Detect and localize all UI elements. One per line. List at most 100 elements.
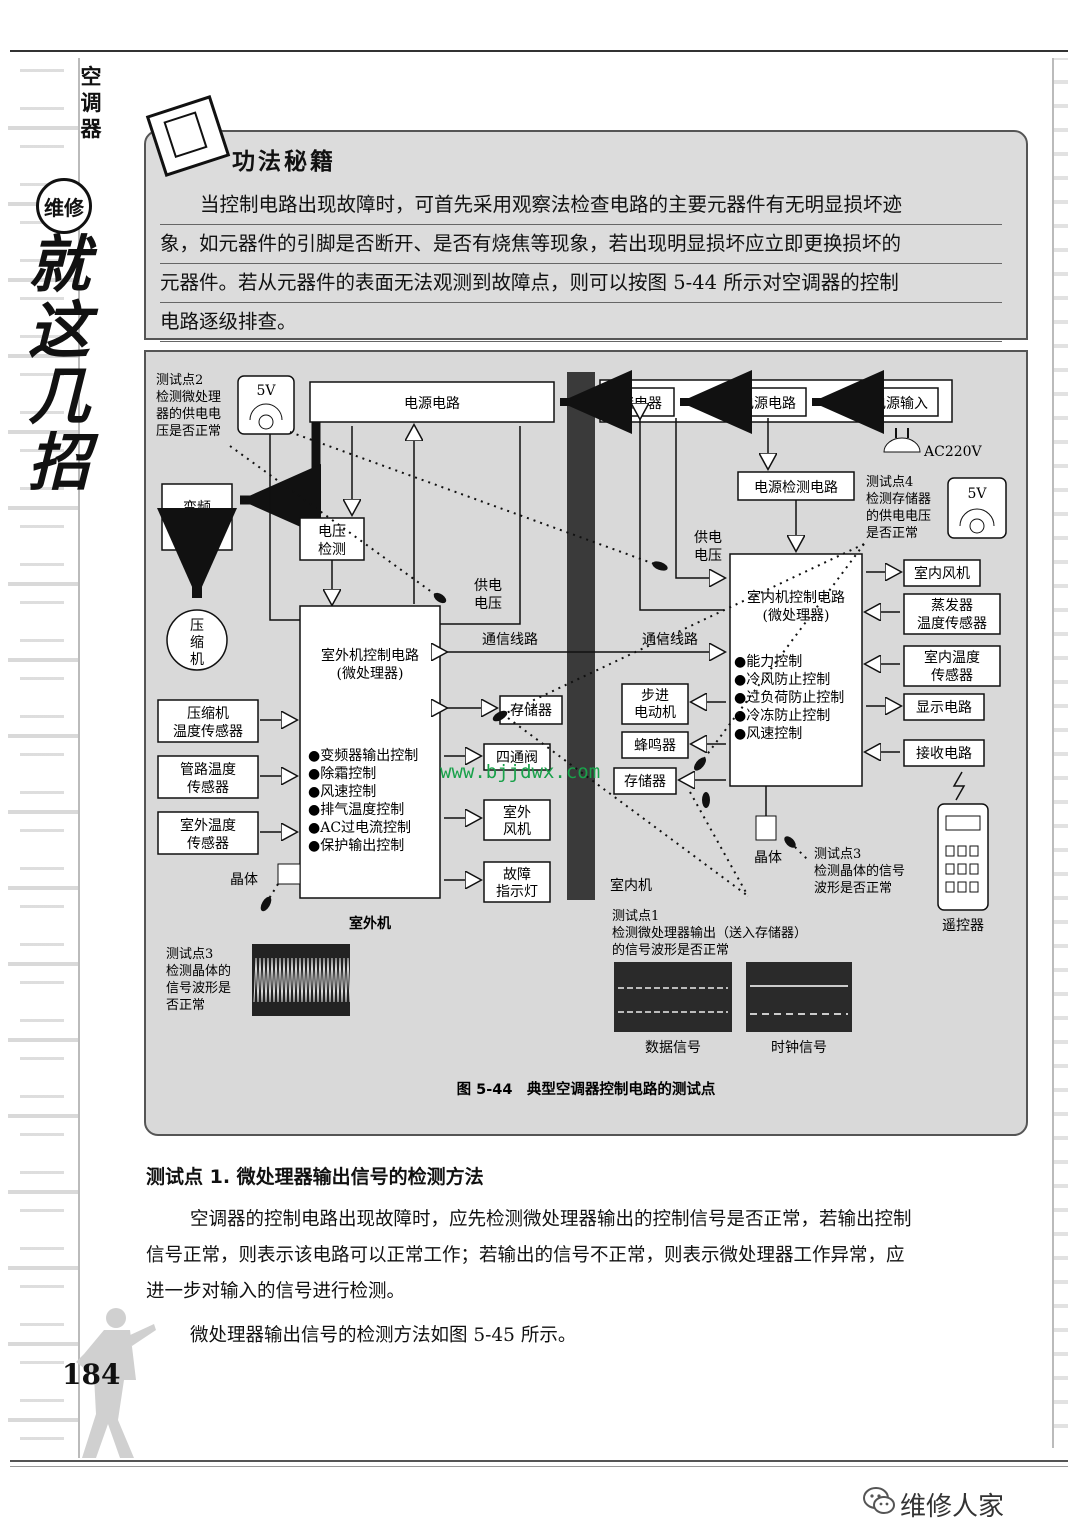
outdoor-unit-label: 室外机 <box>349 915 391 932</box>
voltage-detect-label: 电压 <box>318 524 346 540</box>
svg-text:●风速控制: ●风速控制 <box>308 784 376 800</box>
memory-right-box <box>613 767 677 795</box>
svg-text:●风速控制: ●风速控制 <box>734 726 802 742</box>
display-circuit-box <box>903 693 985 721</box>
paragraph-1: 空调器的控制电路出现故障时，应先检测微处理器输出的控制信号是否正常，若输出控制 … <box>146 1209 912 1302</box>
voltage-detect-box <box>299 517 365 561</box>
probe-tips <box>260 561 796 912</box>
svg-text:指示灯: 指示灯 <box>496 884 538 900</box>
power-detect-label: 电源检测电路 <box>754 480 838 496</box>
bottom-rule-thin <box>10 1466 1068 1467</box>
svg-text:5V: 5V <box>256 383 276 399</box>
indoor-controller-label: 室内机控制电路 <box>747 589 845 606</box>
svg-text:●冷风防止控制: ●冷风防止控制 <box>734 672 830 688</box>
comm-left-label: 通信线路 <box>482 632 538 648</box>
svg-text:●过负荷防止控制: ●过负荷防止控制 <box>734 690 844 706</box>
clock-signal-label: 时钟信号 <box>771 1039 827 1056</box>
pipe-temp-sensor-box <box>157 755 259 799</box>
svg-text:机: 机 <box>190 652 204 668</box>
test-point-3-left-text: 测试点3 检测晶体的 信号波形是 否正常 <box>166 947 231 1013</box>
indoor-controller-box <box>729 553 863 787</box>
out-temp-sensor-label: 室外温度 <box>180 817 236 834</box>
supply-volt-right-label: 供电 <box>694 530 722 546</box>
top-rule <box>10 50 1068 52</box>
svg-text:检测: 检测 <box>318 542 346 558</box>
power-circuit-box <box>309 381 555 423</box>
crystal-right-label: 晶体 <box>754 850 782 866</box>
svg-text:传感器: 传感器 <box>187 779 229 796</box>
data-signal-waveform <box>614 962 732 1032</box>
clock-signal-waveform <box>746 962 852 1032</box>
fault-lamp-box <box>483 861 551 903</box>
stepper-motor-label: 步进 <box>641 688 669 704</box>
test-point-1-text: 测试点1 检测微处理器输出（送入存储器） 的信号波形是否正常 <box>612 909 807 958</box>
svg-text:电动机: 电动机 <box>634 705 676 721</box>
ac-label: AC220V <box>923 444 983 460</box>
memory-left-box <box>499 695 563 725</box>
svg-text:电压: 电压 <box>694 548 722 564</box>
display-circuit-label: 显示电路 <box>916 700 972 716</box>
page-number: 184 <box>62 1358 121 1391</box>
left-decorative-border <box>8 58 80 1458</box>
outdoor-fan-box <box>483 799 551 841</box>
indoor-temp-sensor-label: 室内温度 <box>924 649 980 666</box>
wechat-icon <box>863 1487 895 1514</box>
svg-text:●除霜控制: ●除霜控制 <box>308 766 376 782</box>
svg-text:的供电电压: 的供电电压 <box>866 508 931 524</box>
svg-text:温度传感器: 温度传感器 <box>917 615 987 632</box>
crystal-left <box>277 863 301 885</box>
tip-title: 功法秘籍 <box>232 148 336 175</box>
svg-text:传感器: 传感器 <box>931 667 973 684</box>
svg-text:缩: 缩 <box>190 635 204 651</box>
probe-lines <box>229 431 865 911</box>
svg-text:测试点3: 测试点3 <box>814 847 861 862</box>
receiver-circuit-box <box>903 739 985 767</box>
outdoor-controller-box <box>299 605 441 899</box>
remote-label: 遥控器 <box>942 918 984 934</box>
test-point-2-text: 测试点2 检测微处理 器的供电电 压是否正常 <box>156 373 221 439</box>
svg-text:●保护输出控制: ●保护输出控制 <box>308 838 404 854</box>
svg-text:温度传感器: 温度传感器 <box>173 723 243 740</box>
svg-text:●冷冻防止控制: ●冷冻防止控制 <box>734 707 830 724</box>
comp-temp-sensor-box <box>157 699 259 743</box>
pipe-temp-sensor-label: 管路温度 <box>180 762 236 778</box>
indoor-fan-box <box>903 559 981 587</box>
evap-temp-sensor-label: 蒸发器 <box>931 598 973 614</box>
tip-box <box>144 130 1028 340</box>
indoor-unit-label: 室内机 <box>610 877 652 894</box>
svg-text:检测微处理器输出（送入存储器）: 检测微处理器输出（送入存储器） <box>612 925 807 941</box>
power-circuit-label: 电源电路 <box>404 396 460 412</box>
crystal-right <box>755 815 777 841</box>
out-temp-sensor-box <box>157 811 259 855</box>
svg-text:(微处理器): (微处理器) <box>763 608 830 624</box>
receiver-circuit-label: 接收电路 <box>916 745 972 762</box>
section-heading: 测试点 1. 微处理器输出信号的检测方法 <box>146 1166 484 1188</box>
compressor-circle <box>166 609 228 671</box>
crystal-left-label: 晶体 <box>230 872 258 888</box>
four-way-valve-label: 四通阀 <box>496 750 538 766</box>
flow-arrow <box>240 422 321 536</box>
buzzer-label: 蜂鸣器 <box>634 737 676 754</box>
indoor-function-list: ●能力控制 ●冷风防止控制 ●过负荷防止控制 ●冷冻防止控制 ●风速控制 <box>734 654 844 742</box>
svg-text:测试点3: 测试点3 <box>166 947 213 962</box>
svg-text:电压: 电压 <box>474 596 502 612</box>
test-point-4-text: 测试点4 检测存储器 的供电电压 是否正常 <box>866 475 931 541</box>
svg-text:●排气温度控制: ●排气温度控制 <box>308 802 404 818</box>
svg-text:信号波形是: 信号波形是 <box>166 981 231 996</box>
outdoor-fan-label: 室外 <box>503 804 531 821</box>
svg-text:●AC过电流控制: ●AC过电流控制 <box>308 820 411 836</box>
comm-right-label: 通信线路 <box>642 632 698 648</box>
tip-text: 当控制电路出现故障时，可首先采用观察法检查电路的主要元器件有无明显损坏迹 象，如… <box>160 186 1002 342</box>
svg-text:检测晶体的: 检测晶体的 <box>166 963 231 979</box>
repair-logo: 维修 <box>36 178 92 234</box>
svg-text:检测存储器: 检测存储器 <box>866 492 931 507</box>
bottom-rule <box>10 1460 1068 1462</box>
svg-text:5V: 5V <box>967 486 987 502</box>
power-detect-box <box>737 471 855 501</box>
control-circuit-diagram: 电源电路 继电器 电源电路 电源输入 AC220V 变频 电路 压 缩 机 电压… <box>156 370 1007 1098</box>
right-decorative-border <box>1052 58 1068 1448</box>
four-way-valve-box <box>483 743 551 771</box>
svg-text:测试点2: 测试点2 <box>156 373 203 388</box>
buzzer-box <box>621 731 689 759</box>
svg-text:测试点1: 测试点1 <box>612 909 659 924</box>
